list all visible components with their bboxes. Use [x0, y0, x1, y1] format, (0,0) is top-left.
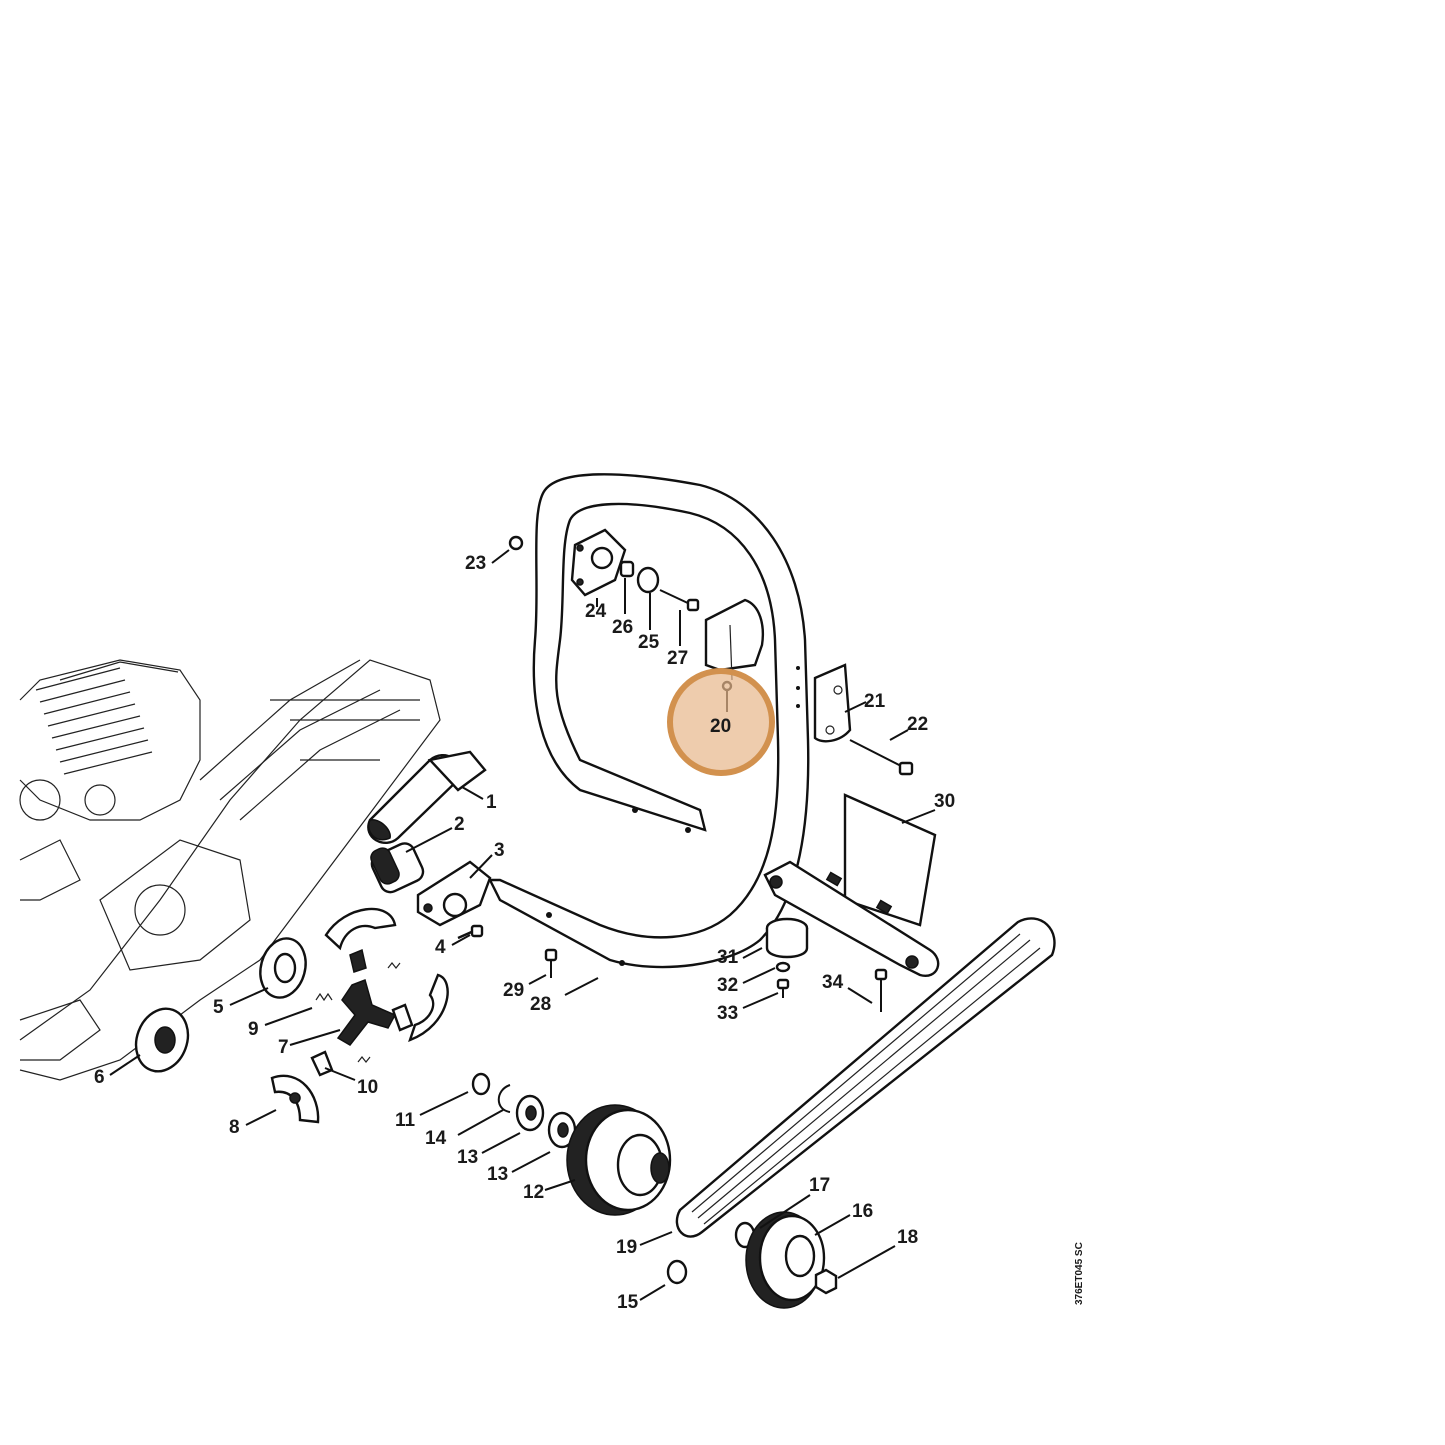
- part-7-carrier: [336, 979, 397, 1046]
- label-part-34[interactable]: 34: [822, 972, 844, 993]
- label-part-17[interactable]: 17: [809, 1175, 830, 1196]
- label-part-25[interactable]: 25: [638, 632, 660, 653]
- label-part-13a[interactable]: 13: [457, 1147, 478, 1168]
- part-23-nut: [508, 535, 524, 551]
- drawing-code: 376ET045 SC: [1074, 1242, 1085, 1305]
- part-33-screw: [776, 978, 790, 998]
- label-part-23[interactable]: 23: [465, 553, 486, 574]
- part-11-ring: [471, 1072, 491, 1096]
- handle-bar: [488, 473, 810, 969]
- part-24-plate: [570, 528, 627, 597]
- part-4-screw: [457, 924, 484, 940]
- label-part-18[interactable]: 18: [897, 1227, 918, 1248]
- label-part-12[interactable]: 12: [523, 1182, 544, 1203]
- label-part-8[interactable]: 8: [229, 1117, 240, 1138]
- part-22-bolt: [849, 739, 914, 776]
- label-part-16[interactable]: 16: [852, 1201, 873, 1222]
- part-19-v-belt: [675, 917, 1056, 1238]
- label-part-32[interactable]: 32: [717, 975, 738, 996]
- label-part-2[interactable]: 2: [454, 814, 465, 835]
- part-6-washer: [134, 1007, 190, 1073]
- label-part-5[interactable]: 5: [213, 997, 224, 1018]
- part-32-washer: [775, 961, 791, 973]
- label-part-14[interactable]: 14: [425, 1128, 447, 1149]
- part-26-sleeve: [619, 560, 635, 578]
- part-21-clamp: [813, 663, 852, 743]
- part-27-screw: [659, 589, 700, 612]
- part-15-washer: [666, 1259, 688, 1285]
- label-part-21[interactable]: 21: [864, 691, 886, 712]
- label-part-33[interactable]: 33: [717, 1003, 738, 1024]
- label-part-9[interactable]: 9: [248, 1019, 259, 1040]
- label-part-4[interactable]: 4: [435, 937, 446, 958]
- leader-lines: [109, 549, 936, 1301]
- part-8-shoe: [270, 1074, 320, 1124]
- label-part-10[interactable]: 10: [357, 1077, 378, 1098]
- part-2-bushing: [370, 842, 425, 894]
- label-part-29[interactable]: 29: [503, 980, 524, 1001]
- part-10-clip: [310, 1050, 334, 1077]
- part-31-buffer: [765, 917, 809, 959]
- part-13-bearing-a: [515, 1094, 545, 1132]
- part-16-pulley: [745, 1211, 826, 1309]
- label-part-13b[interactable]: 13: [487, 1164, 508, 1185]
- label-part-26[interactable]: 26: [612, 617, 633, 638]
- part-20-highlight-circle[interactable]: [667, 668, 775, 776]
- part-labels: 1 2 3 4 5 6 7 8 9 10 11 12 13 13 14 15 1…: [94, 553, 955, 1313]
- part-29-screw: [544, 948, 558, 978]
- part-1-sleeve: [367, 750, 487, 844]
- label-part-30[interactable]: 30: [934, 791, 955, 812]
- label-part-1[interactable]: 1: [486, 792, 497, 813]
- part-25-damper: [636, 566, 660, 594]
- label-part-3[interactable]: 3: [494, 840, 505, 861]
- part-30-guard: [763, 793, 940, 977]
- part-34-screw: [874, 968, 888, 1012]
- part-3-bracket: [416, 860, 492, 927]
- part-9-spring: [315, 992, 333, 1002]
- label-part-20[interactable]: 20: [710, 716, 731, 737]
- label-part-27[interactable]: 27: [667, 648, 688, 669]
- part-13-bearing-b: [547, 1111, 577, 1149]
- part-5-washer: [259, 937, 307, 999]
- part-clutch-shoe-upper: [324, 907, 449, 1063]
- label-part-22[interactable]: 22: [907, 714, 928, 735]
- label-part-19[interactable]: 19: [616, 1237, 637, 1258]
- part-12-clutch-drum: [566, 1104, 672, 1216]
- label-part-11[interactable]: 11: [395, 1110, 416, 1131]
- part-18-nut: [814, 1268, 838, 1295]
- part-14-circlip: [497, 1084, 511, 1113]
- label-part-7[interactable]: 7: [278, 1037, 289, 1058]
- label-part-24[interactable]: 24: [585, 601, 607, 622]
- label-part-31[interactable]: 31: [717, 947, 739, 968]
- label-part-6[interactable]: 6: [94, 1067, 105, 1088]
- label-part-15[interactable]: 15: [617, 1292, 639, 1313]
- label-part-28[interactable]: 28: [530, 994, 551, 1015]
